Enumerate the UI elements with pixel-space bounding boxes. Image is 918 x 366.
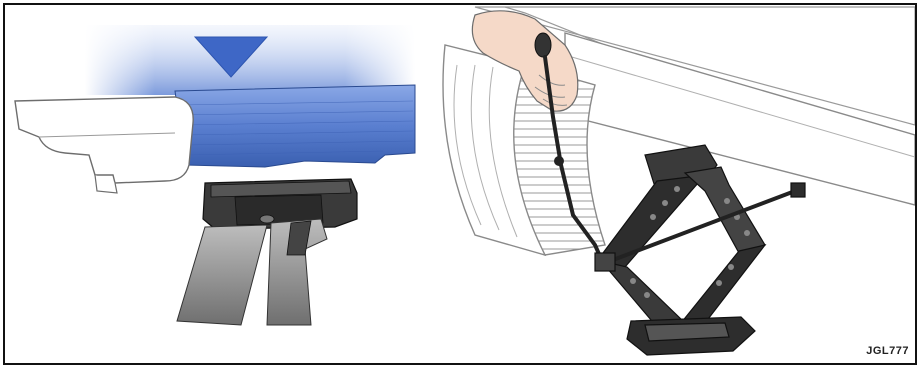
figure-frame: JGL777	[3, 3, 917, 365]
left-panel-jacking-point	[15, 25, 415, 325]
figure-reference-code: JGL777	[866, 345, 909, 357]
body-panel	[15, 97, 193, 183]
jacking-illustration	[5, 5, 915, 363]
right-panel-scissor-jack	[443, 7, 915, 355]
jack-arm-left	[177, 225, 267, 325]
scissor-jack	[595, 145, 805, 355]
vehicle-sill	[565, 33, 915, 205]
